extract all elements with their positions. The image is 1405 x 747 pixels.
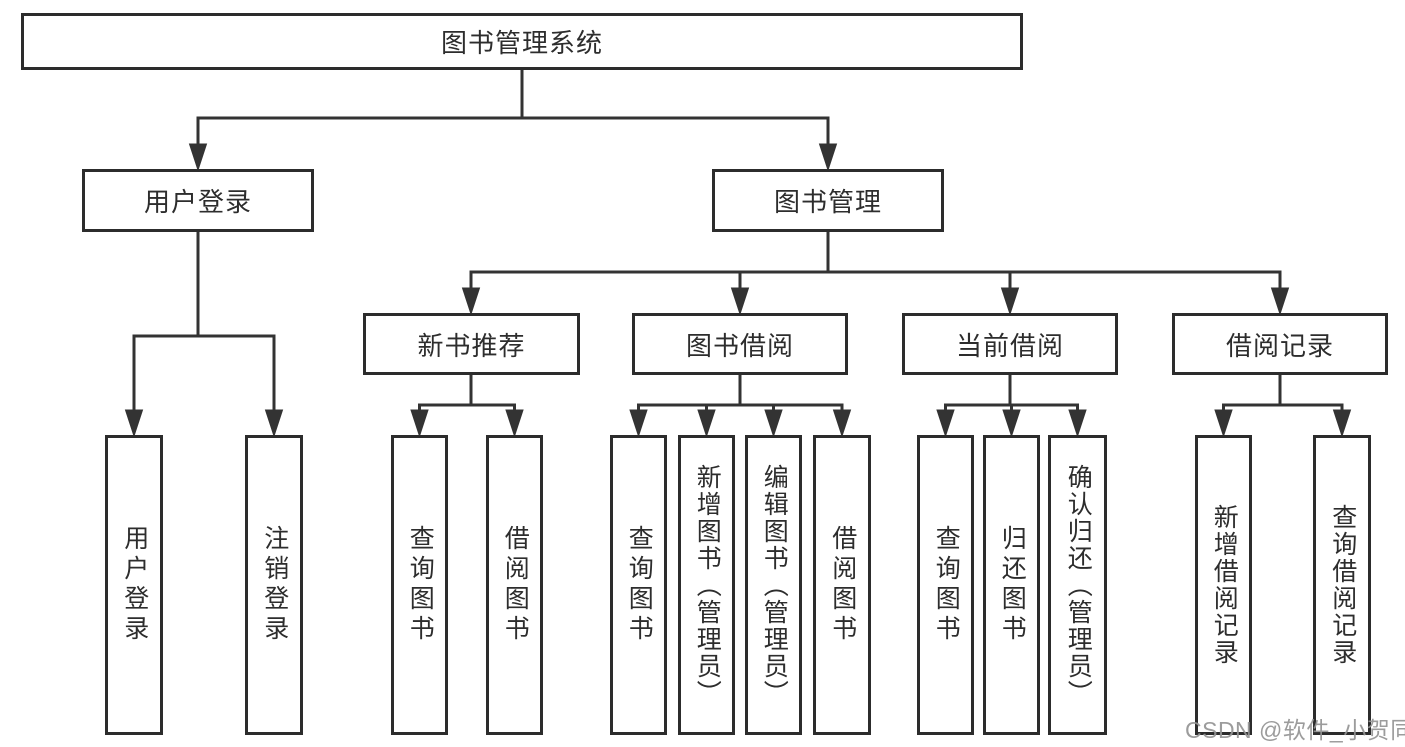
node-new-book-recommend: 新书推荐 xyxy=(363,313,580,375)
leaf-borrowing-borrow-books: 借阅图书 xyxy=(813,435,871,735)
leaf-add-books-admin: 新增图书（管理员） xyxy=(678,435,735,735)
leaf-logout: 注销登录 xyxy=(245,435,303,735)
node-root-library-system: 图书管理系统 xyxy=(21,13,1023,70)
node-user-login: 用户登录 xyxy=(82,169,314,232)
leaf-edit-books-admin: 编辑图书（管理员） xyxy=(745,435,802,735)
leaf-current-query-books: 查询图书 xyxy=(917,435,974,735)
leaf-newbooks-query-books: 查询图书 xyxy=(391,435,448,735)
leaf-add-borrow-record: 新增借阅记录 xyxy=(1195,435,1252,735)
node-book-management: 图书管理 xyxy=(712,169,944,232)
node-borrowing-records: 借阅记录 xyxy=(1172,313,1388,375)
node-book-borrowing: 图书借阅 xyxy=(632,313,848,375)
leaf-newbooks-borrow-books: 借阅图书 xyxy=(486,435,543,735)
leaf-query-borrow-record: 查询借阅记录 xyxy=(1313,435,1371,735)
leaf-confirm-return-admin: 确认归还（管理员） xyxy=(1048,435,1107,735)
node-current-borrowing: 当前借阅 xyxy=(902,313,1118,375)
leaf-borrowing-query-books: 查询图书 xyxy=(610,435,667,735)
leaf-user-login: 用户登录 xyxy=(105,435,163,735)
leaf-return-books: 归还图书 xyxy=(983,435,1040,735)
csdn-watermark: CSDN @软件_小贺同学 xyxy=(1185,717,1405,743)
